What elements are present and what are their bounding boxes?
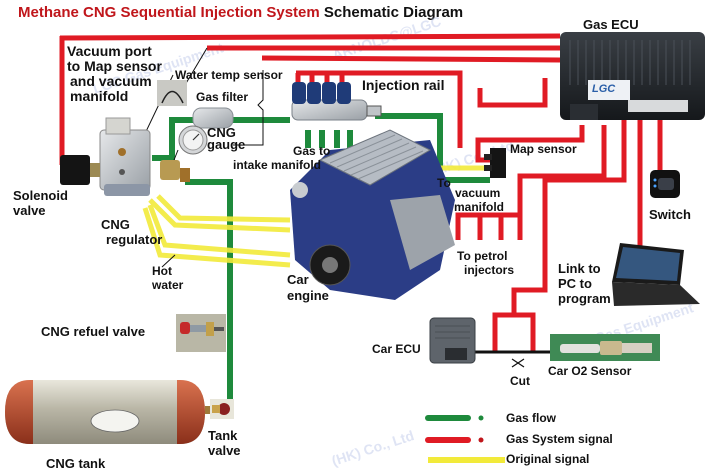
cng-tank-unit xyxy=(5,380,213,444)
red-wire-petrol-injectors xyxy=(455,125,607,240)
cut-mark-icon xyxy=(511,358,525,368)
label-cng-regulator: CNG regulator xyxy=(101,217,163,247)
label-water-temp-sensor: Water temp sensor xyxy=(175,68,283,82)
label-tank-valve: Tank valve xyxy=(208,428,241,458)
label-car-engine: Car engine xyxy=(287,272,329,303)
label-car-o2-sensor: Car O2 Sensor xyxy=(548,364,632,378)
legend-label-original-signal: Original signal xyxy=(506,452,590,466)
gas-filter-unit xyxy=(192,107,234,129)
hot-water-lines xyxy=(142,165,490,268)
label-to-vacuum-manifold: To vacuum manifold xyxy=(437,176,504,214)
red-wire-top xyxy=(59,33,561,41)
label-link-to-pc: Link to PC to program xyxy=(558,261,611,306)
cng-regulator-unit xyxy=(99,117,190,196)
red-wire-injection-rail xyxy=(296,70,463,148)
green-pipe-tank xyxy=(185,179,233,410)
water-temp-sensor-unit xyxy=(157,80,187,106)
label-car-ecu: Car ECU xyxy=(372,342,421,356)
gas-flow-pipes xyxy=(152,113,490,410)
label-cng-refuel-valve: CNG refuel valve xyxy=(41,324,146,339)
injection-rail-unit xyxy=(291,82,382,121)
label-cng-gauge: CNG gauge xyxy=(207,125,246,152)
label-gas-to-intake-manifold: Gas to intake manifold xyxy=(233,144,331,172)
solenoid-valve-unit xyxy=(60,155,100,185)
diagram-title: Methane CNG Sequential Injection System … xyxy=(18,5,463,20)
tank-valve-unit xyxy=(210,399,234,419)
label-injection-rail: Injection rail xyxy=(362,77,445,93)
o2-sensor-unit xyxy=(550,334,660,361)
label-switch: Switch xyxy=(649,207,691,222)
red-wire-rail-feed xyxy=(261,55,561,63)
label-vacuum-port: Vacuum port to Map sensor and vacuum man… xyxy=(67,43,162,104)
label-hot-water: Hot water xyxy=(152,264,184,292)
label-cut: Cut xyxy=(510,374,530,388)
label-solenoid-valve: Solenoid valve xyxy=(13,188,68,218)
label-cng-tank: CNG tank xyxy=(46,456,106,471)
title-part-2: Schematic Diagram xyxy=(323,4,464,21)
ecu-logo: LGC xyxy=(592,83,616,95)
cng-gauge-unit xyxy=(178,125,208,155)
label-gas-ecu: Gas ECU xyxy=(583,17,639,32)
red-wire-map-sensor xyxy=(475,125,585,163)
green-pipe-map xyxy=(375,113,490,183)
label-map-sensor: Map sensor xyxy=(510,142,577,156)
laptop-unit xyxy=(612,243,700,306)
legend xyxy=(425,415,505,463)
red-wire-ecu-loop xyxy=(477,78,548,108)
car-engine-unit xyxy=(290,129,455,300)
switch-unit xyxy=(650,170,680,198)
map-sensor-unit xyxy=(484,148,506,178)
gas-ecu-unit xyxy=(560,32,705,120)
label-to-petrol-injectors: To petrol injectors xyxy=(457,249,515,277)
green-pipe-regulator-filter xyxy=(152,117,195,161)
car-ecu-unit xyxy=(429,317,476,364)
legend-label-gas-flow: Gas flow xyxy=(506,411,557,425)
label-gas-filter: Gas filter xyxy=(196,90,249,104)
red-wire-car-ecu xyxy=(492,120,627,352)
refuel-valve-unit xyxy=(176,314,226,352)
title-part-1: Methane CNG Sequential Injection System xyxy=(18,4,320,21)
legend-label-gas-system-signal: Gas System signal xyxy=(506,432,613,446)
